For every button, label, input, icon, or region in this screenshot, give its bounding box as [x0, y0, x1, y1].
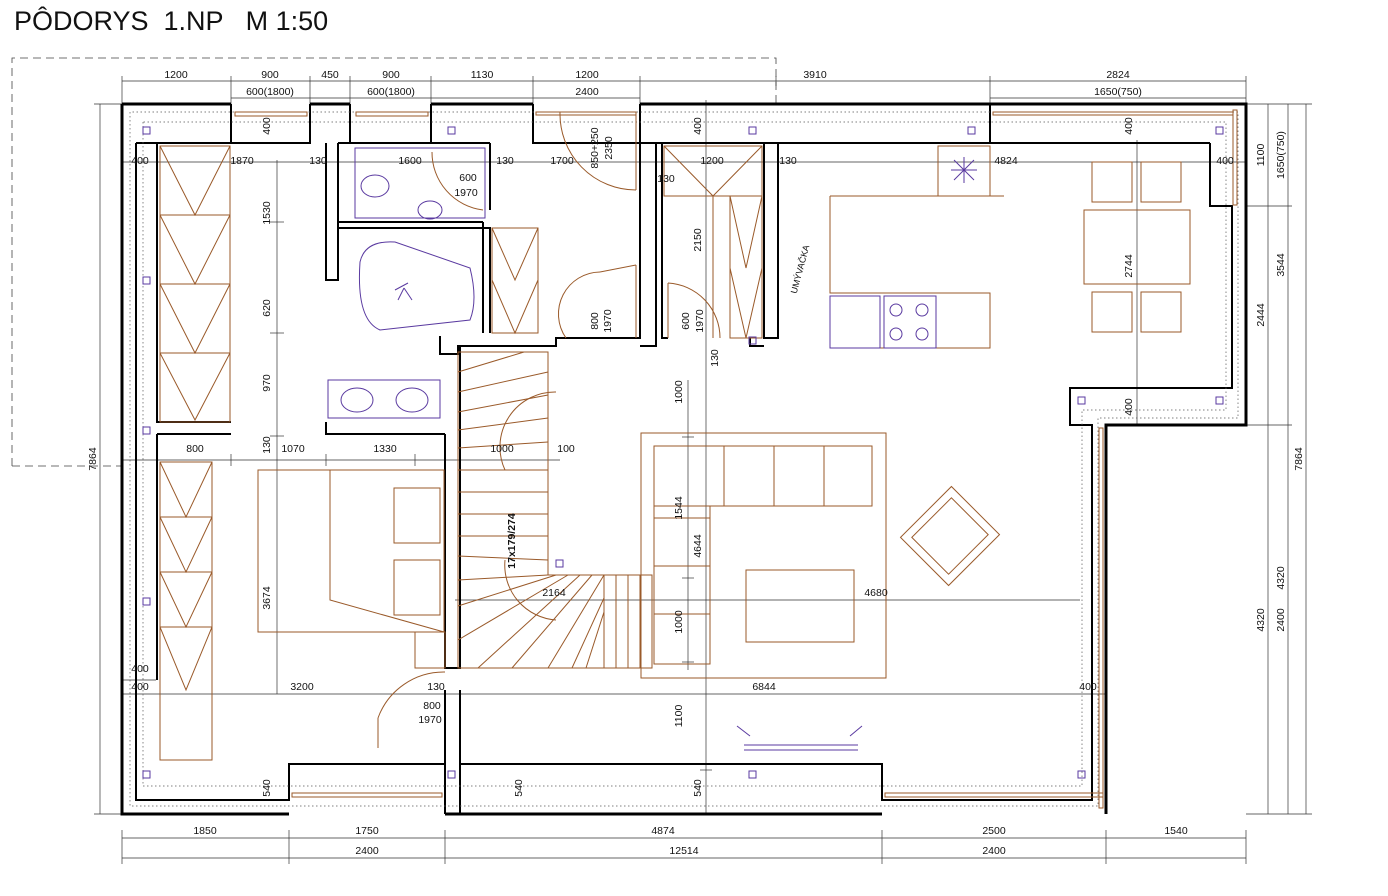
dim-130-e: 130 [427, 681, 445, 693]
door-texts: 600 1970 800 1970 600 1970 850+250 2350 … [418, 127, 811, 726]
dim-1544: 1544 [673, 496, 685, 520]
door-hall-width: 800 [589, 312, 601, 330]
dim-top-1200b: 1200 [575, 69, 599, 81]
door-pantry-width: 600 [680, 312, 692, 330]
dim-130-b: 130 [496, 155, 514, 167]
door-wc-width: 600 [459, 172, 477, 184]
dim-right-2400: 2400 [1275, 608, 1287, 632]
dim-620: 620 [261, 299, 273, 317]
dim-top-1200: 1200 [164, 69, 188, 81]
dim-130-d: 130 [657, 173, 675, 185]
dim-window-1: 600(1800) [246, 86, 294, 98]
roof-outline [11, 57, 777, 467]
dim-400-v4: 400 [1123, 398, 1135, 416]
dim-top-900b: 900 [382, 69, 400, 81]
dim-1200-mid: 1200 [700, 155, 724, 167]
insulation-lines [129, 111, 1239, 807]
dim-540-a: 540 [261, 779, 273, 797]
dim-bottom-2400a: 2400 [355, 845, 379, 857]
dim-right-2444: 2444 [1255, 303, 1267, 327]
dim-top-450: 450 [321, 69, 339, 81]
dim-top-1130: 1130 [471, 69, 494, 81]
door-hall-height: 1970 [602, 309, 614, 333]
dim-100: 100 [557, 443, 575, 455]
dim-right-window: 1650(750) [1275, 131, 1287, 179]
dim-2744: 2744 [1123, 254, 1135, 278]
dim-400-a: 400 [131, 663, 149, 675]
dim-bottom-2500: 2500 [982, 825, 1006, 837]
dim-window-2: 600(1800) [367, 86, 415, 98]
dim-1000-a: 1000 [673, 380, 685, 404]
sanitary-fixtures [327, 147, 977, 751]
dim-400-v2: 400 [692, 117, 704, 135]
dim-right-4320: 4320 [1275, 566, 1287, 590]
dim-4824: 4824 [994, 155, 1018, 167]
dim-bottom-1540: 1540 [1164, 825, 1188, 837]
dim-540-b: 540 [513, 779, 525, 797]
dimension-texts: 1200 900 450 900 1130 1200 3910 2824 600… [87, 69, 1305, 857]
dim-4644: 4644 [692, 534, 704, 558]
dim-bottom-2400b: 2400 [982, 845, 1006, 857]
walls [120, 102, 1248, 816]
door-bed-width: 800 [423, 700, 441, 712]
dim-970: 970 [261, 374, 273, 392]
door-entry-height: 2350 [603, 136, 615, 160]
dim-400-v3: 400 [1123, 117, 1135, 135]
dim-3674: 3674 [261, 586, 273, 610]
dim-130-v: 130 [261, 436, 273, 454]
dim-1870: 1870 [230, 155, 254, 167]
dim-800-bed: 800 [186, 443, 204, 455]
dim-top-2824: 2824 [1106, 69, 1130, 81]
dishwasher-label: UMÝVAČKA [789, 244, 812, 295]
wardrobes [159, 111, 1191, 761]
dim-1100: 1100 [673, 705, 685, 728]
dim-130-a: 130 [309, 155, 327, 167]
dim-top-900: 900 [261, 69, 279, 81]
dim-right-1100: 1100 [1255, 144, 1267, 167]
dim-right-7864: 7864 [1293, 447, 1305, 471]
dim-400-v1: 400 [261, 117, 273, 135]
dim-2150: 2150 [692, 228, 704, 252]
dim-1070: 1070 [281, 443, 305, 455]
dim-6844: 6844 [752, 681, 776, 693]
dim-130-v2: 130 [709, 349, 721, 367]
dim-1000-stair: 1000 [490, 443, 514, 455]
dim-4680: 4680 [864, 587, 888, 599]
dim-1530: 1530 [261, 201, 273, 225]
dim-bottom-12514: 12514 [669, 845, 698, 857]
dim-bottom-4874: 4874 [651, 825, 675, 837]
dim-3200: 3200 [290, 681, 314, 693]
dim-top-3910: 3910 [803, 69, 827, 81]
dim-1000-b: 1000 [673, 610, 685, 634]
markers [142, 126, 1224, 779]
door-wc-height: 1970 [454, 187, 478, 199]
dim-window-3: 2400 [575, 86, 599, 98]
dim-400-b: 400 [131, 681, 149, 693]
dim-1600: 1600 [398, 155, 422, 167]
door-pantry-height: 1970 [694, 309, 706, 333]
dim-right-3544: 3544 [1275, 253, 1287, 277]
windows [234, 109, 1238, 809]
dim-right-4320b: 4320 [1255, 608, 1267, 632]
dim-400-right: 400 [1216, 155, 1234, 167]
dim-400-left: 400 [131, 155, 149, 167]
stair-label: 17x179/274 [506, 513, 518, 569]
door-bed-height: 1970 [418, 714, 442, 726]
dim-window-4: 1650(750) [1094, 86, 1142, 98]
dim-bottom-1850: 1850 [193, 825, 217, 837]
dim-1330: 1330 [373, 443, 397, 455]
dim-130-c: 130 [779, 155, 797, 167]
dim-1700: 1700 [550, 155, 574, 167]
dim-left-7864: 7864 [87, 447, 99, 471]
dim-540-c: 540 [692, 779, 704, 797]
dimension-lines [94, 76, 1312, 864]
dim-bottom-1750: 1750 [355, 825, 379, 837]
dim-400-c: 400 [1079, 681, 1097, 693]
door-entry-width: 850+250 [589, 127, 601, 168]
dim-2164: 2164 [542, 587, 566, 599]
page-title: PÔDORYS 1.NP M 1:50 [14, 6, 329, 36]
